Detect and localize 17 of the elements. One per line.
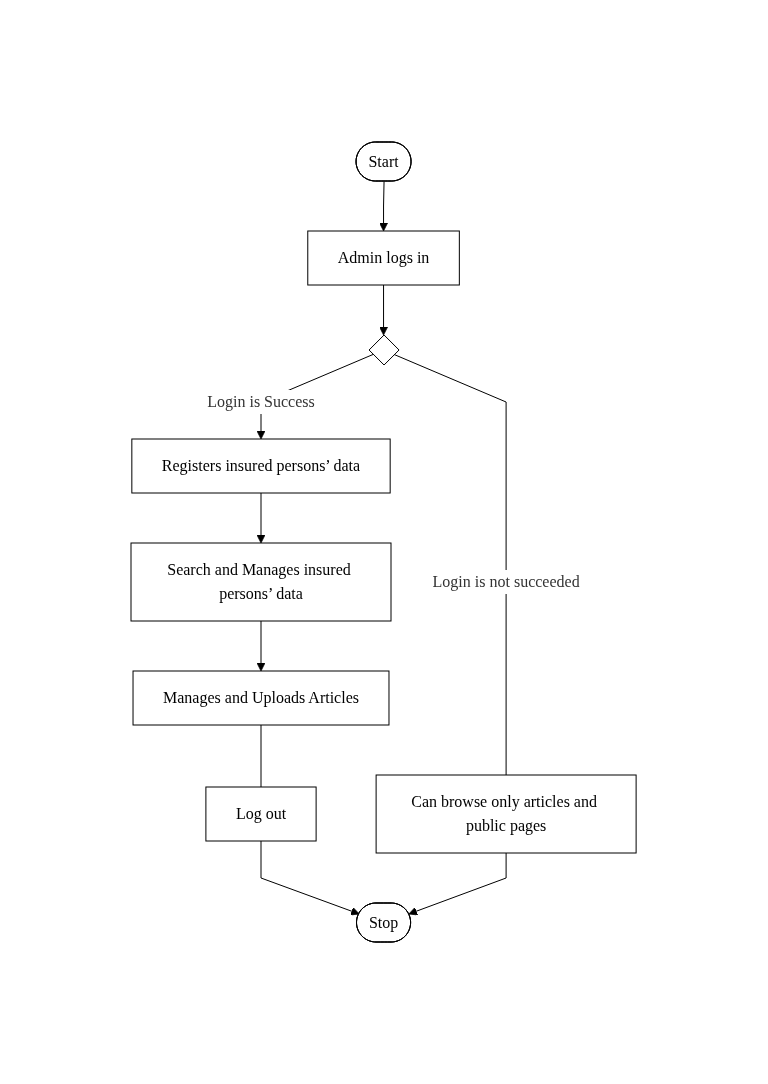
edge-label: Login is not succeeded bbox=[433, 573, 581, 590]
edge-label: Login is Success bbox=[207, 393, 316, 410]
node-box: Can browse only articles and public pages bbox=[376, 774, 638, 854]
arrow bbox=[379, 181, 389, 232]
node-box: Log out bbox=[205, 786, 318, 842]
node-diamond bbox=[369, 334, 400, 366]
arrow bbox=[257, 492, 266, 544]
node-box: Admin logs in bbox=[307, 230, 461, 286]
node-box: Registers insured persons’ data bbox=[131, 438, 392, 494]
arrow bbox=[379, 284, 389, 336]
arrow bbox=[260, 840, 361, 916]
node-box: Manages and Uploads Articles bbox=[132, 670, 390, 726]
arrow bbox=[257, 620, 266, 672]
connector bbox=[394, 353, 508, 776]
connector bbox=[260, 724, 262, 788]
arrow bbox=[408, 852, 508, 916]
node-box: Search and Manages insured persons’ data bbox=[130, 542, 392, 622]
